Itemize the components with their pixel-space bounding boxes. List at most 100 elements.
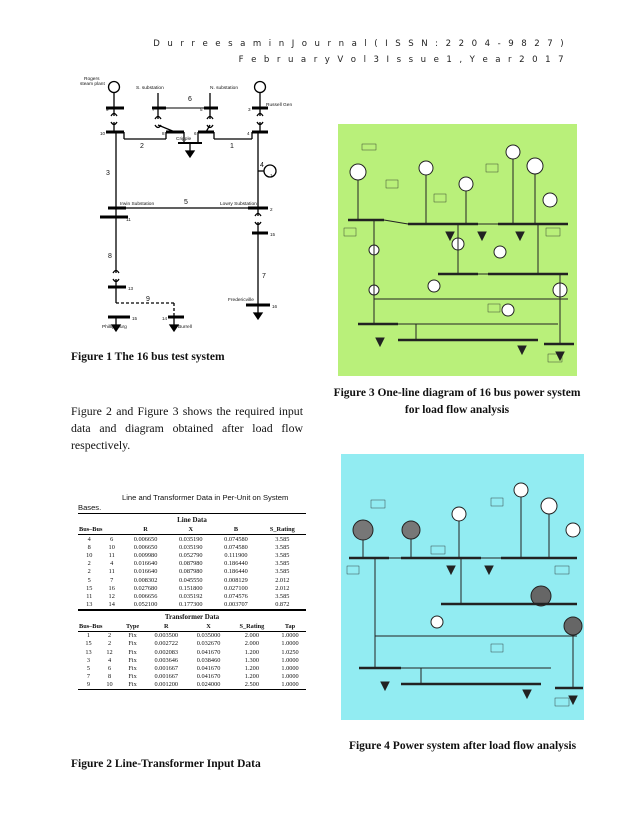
line-label-1: 1 (230, 143, 234, 150)
table-cell: 2 (107, 632, 112, 640)
table-cell: 10 (86, 551, 93, 559)
table-title-line2: Bases. (78, 503, 102, 512)
table-cell: 0.038460 (196, 656, 221, 664)
table-cell: Fix (128, 640, 137, 648)
table-cell: 8 (107, 673, 112, 681)
table-cell: 11 (108, 568, 115, 576)
label-burrell: Burrell (178, 324, 192, 330)
label-cripple: Cripple (176, 136, 192, 142)
table-cell: Fix (128, 681, 137, 689)
table-cell: 16 (108, 584, 115, 592)
table-cell: 0.001667 (154, 673, 179, 681)
table-cell: 6 (107, 665, 112, 673)
tr-col-bus: Bus–Bus (79, 622, 103, 630)
bus-label-16: 16 (272, 304, 278, 309)
table-cell: Fix (128, 648, 137, 656)
table-cell: Fix (128, 632, 137, 640)
line-label-4: 4 (260, 162, 264, 169)
tr-col-type: Type (125, 622, 140, 630)
table-cell: 0.006656 (133, 592, 158, 600)
table-cell: 3.585 (275, 560, 290, 568)
table-cell: 3.585 (275, 543, 290, 551)
line-label-8: 8 (108, 253, 112, 260)
table-cell: 0.074580 (224, 543, 248, 551)
line-label-2: 2 (140, 143, 144, 150)
table-cell: 0.009980 (133, 551, 158, 559)
table-cell: 0.035192 (178, 592, 203, 600)
figure-2-data-table: Line and Transformer Data in Per-Unit on… (78, 493, 306, 690)
table-cell: 2.012 (275, 584, 290, 592)
table-cell: 1.300 (244, 656, 259, 664)
table-cell: 3.585 (275, 551, 290, 559)
table-cell: 13 (85, 648, 92, 656)
table-cell: 0.006650 (133, 535, 158, 543)
bus-label-7: 7 (152, 107, 155, 112)
table-cell: 2.500 (244, 681, 259, 689)
table-cell: 12 (108, 592, 115, 600)
bus-label-15: 15 (270, 232, 276, 237)
table-cell: 0.052790 (178, 551, 203, 559)
bus-label-4: 4 (247, 131, 250, 136)
table-cell: 1 (86, 632, 91, 640)
table-cell: 1.0250 (281, 648, 299, 656)
table-cell: 15 (85, 640, 92, 648)
line-col-x: X (188, 526, 194, 533)
bus-label-15b: 15 (132, 316, 138, 321)
table-cell: 11 (108, 551, 115, 559)
tr-col-x: X (206, 622, 211, 630)
bus-label-3: 3 (248, 107, 251, 112)
table-cell: 1.0000 (281, 673, 299, 681)
table-cell: 1.0000 (281, 640, 299, 648)
table-cell: 0.032670 (196, 640, 221, 648)
table-cell: 0.151800 (178, 584, 203, 592)
table-cell: 7 (110, 576, 114, 584)
table-cell: 0.074576 (224, 592, 248, 600)
line-label-7: 7 (262, 273, 266, 280)
table-cell: 1.0000 (281, 681, 299, 689)
table-cell: 2 (87, 568, 91, 576)
table-cell: 0.024000 (196, 681, 221, 689)
figure-3-one-line-diagram (338, 124, 577, 376)
table-cell: 2.000 (244, 632, 259, 640)
table-cell: 6 (110, 535, 114, 543)
bus-label-9: 9 (106, 107, 109, 112)
table-cell: 13 (86, 601, 93, 609)
label-fredericville: Fredericville (228, 297, 254, 303)
label-steam-plant: steam plant (80, 81, 105, 87)
journal-header-line2: F e b r u a r y V o l 3 I s s u e 1 , Y … (238, 55, 566, 65)
table-cell: 4 (87, 535, 91, 543)
bus-label-14: 14 (162, 316, 168, 321)
table-cell: 10 (106, 681, 113, 689)
table-cell: 2.000 (244, 640, 259, 648)
table-cell: 1.0000 (281, 656, 299, 664)
table-cell: Fix (128, 665, 137, 673)
table-cell: 8 (87, 543, 91, 551)
tr-col-r: R (163, 622, 169, 630)
table-cell: 1.200 (244, 673, 259, 681)
table-cell: 7 (86, 673, 91, 681)
caption-figure-2: Figure 2 Line-Transformer Input Data (71, 758, 261, 770)
table-cell: 0.027680 (133, 584, 158, 592)
table-cell: 0.016640 (133, 560, 158, 568)
bus-label-6: 6 (194, 131, 197, 136)
line-label-6: 6 (188, 96, 192, 103)
table-cell: 4 (110, 560, 114, 568)
label-s-substation: S. substation (136, 85, 164, 91)
table-cell: 0.087980 (178, 560, 203, 568)
table-cell: 0.177300 (178, 601, 203, 609)
label-irwin-substation: Irwin Substation (120, 201, 154, 207)
journal-header-line1: D u r r e e s a m i n J o u r n a l ( I … (153, 39, 566, 49)
figure-1-bus-diagram: Rogers steam plant S. substation N. subs… (80, 73, 295, 335)
line-col-bus: Bus–Bus (79, 526, 103, 533)
table-cell: Fix (128, 656, 137, 664)
table-cell: 3.585 (275, 592, 290, 600)
